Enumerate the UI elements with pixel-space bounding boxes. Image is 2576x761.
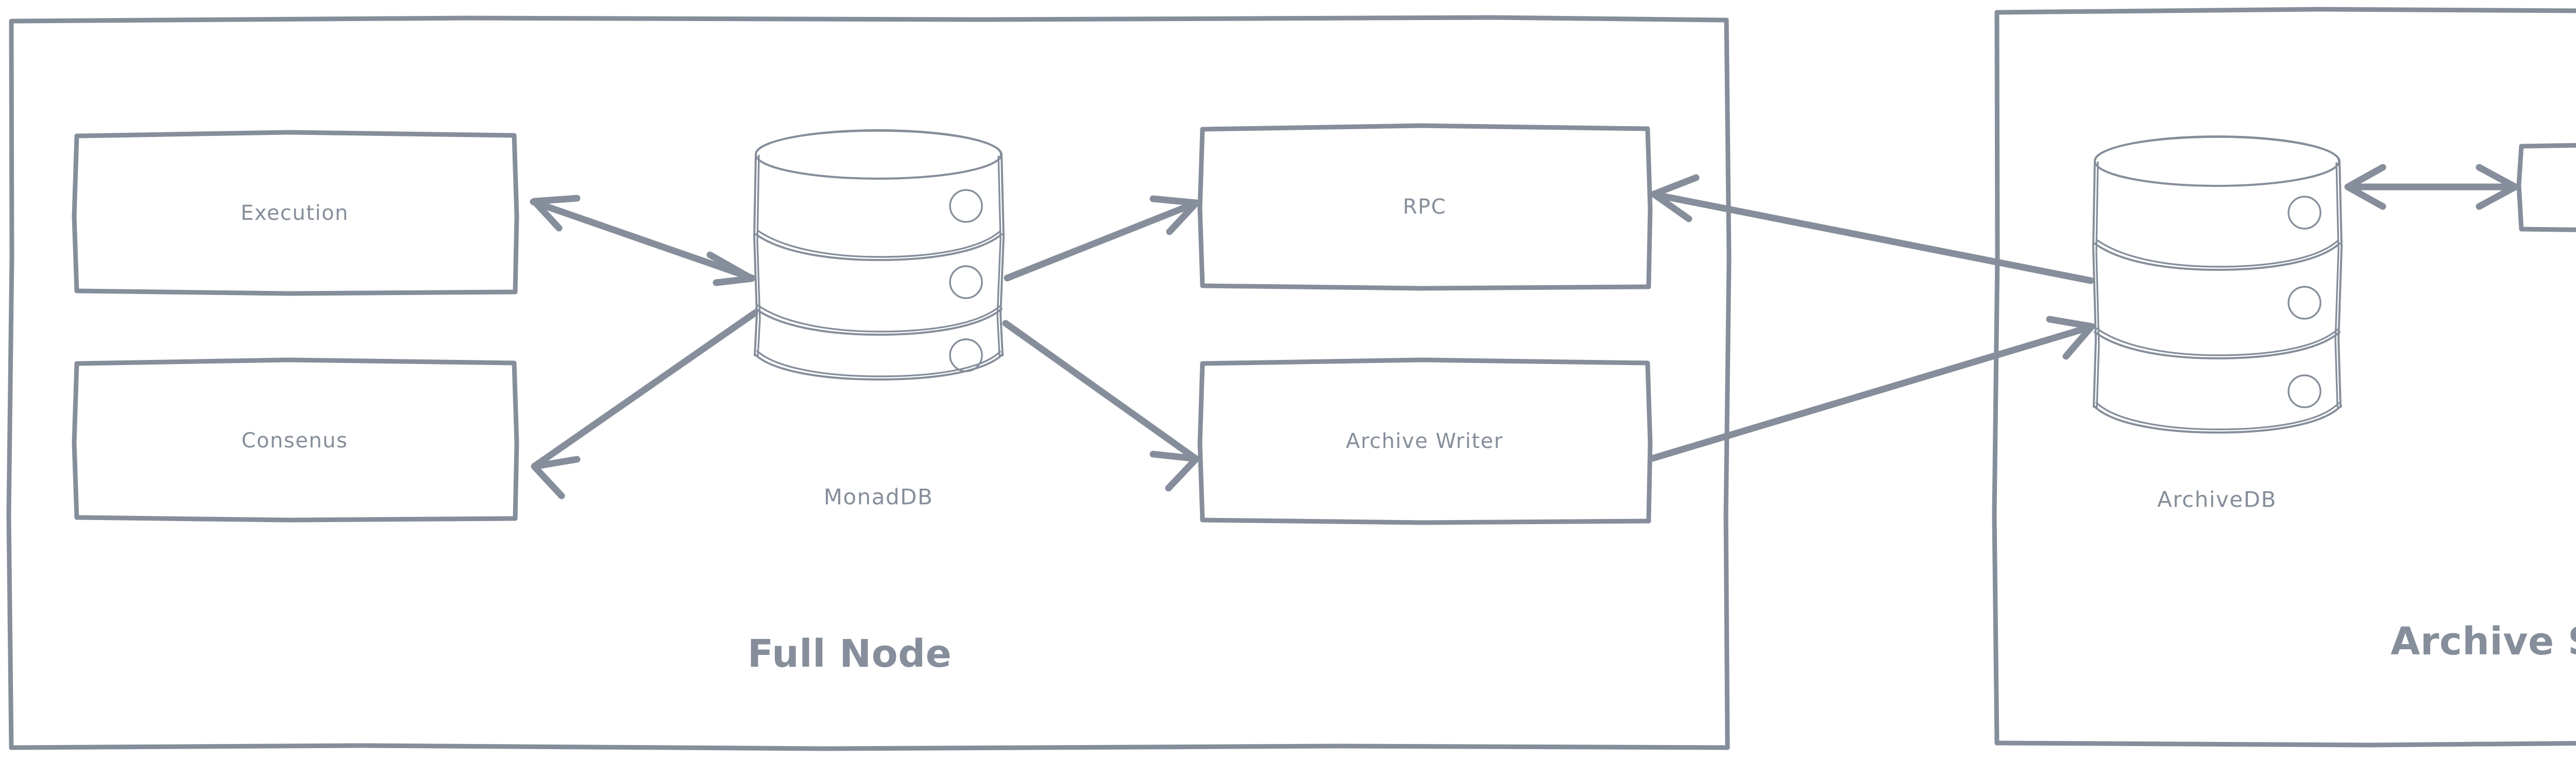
connector-monaddb-rpc <box>1004 195 1200 282</box>
panel-title-archive-server: Archive Server <box>2391 619 2576 664</box>
cylinder-archivedb <box>2092 135 2343 434</box>
box-label-archive-writer: Archive Writer <box>1346 429 1503 453</box>
box-label-execution: Execution <box>241 201 349 225</box>
panel-title-full-node: Full Node <box>747 632 952 676</box>
panel-full-node-outline <box>6 15 1732 751</box>
box-execution-outline <box>72 130 519 296</box>
box-rpc-outline <box>1197 123 1653 291</box>
box-indexer-outline <box>2516 143 2576 232</box>
connector-archivewriter-archivedb <box>1649 316 2095 462</box>
cylinder-monaddb <box>753 129 1005 380</box>
connector-execution-monaddb <box>530 195 756 286</box>
box-consensus-outline <box>72 357 519 523</box>
connector-archivedb-indexer <box>2344 164 2519 210</box>
cylinder-label-monaddb: MonadDB <box>823 484 934 510</box>
cylinder-label-archivedb: ArchiveDB <box>2157 487 2277 512</box>
connector-archivedb-rpc <box>1650 174 2094 284</box>
connector-monaddb-archivewriter <box>1002 320 1200 492</box>
box-label-rpc: RPC <box>1402 195 1447 219</box>
box-label-consensus: Consenus <box>241 429 348 453</box>
box-archive-writer-outline <box>1197 357 1653 525</box>
panel-archive-server-outline <box>1992 7 2576 748</box>
connector-monaddb-consensus <box>531 309 758 499</box>
